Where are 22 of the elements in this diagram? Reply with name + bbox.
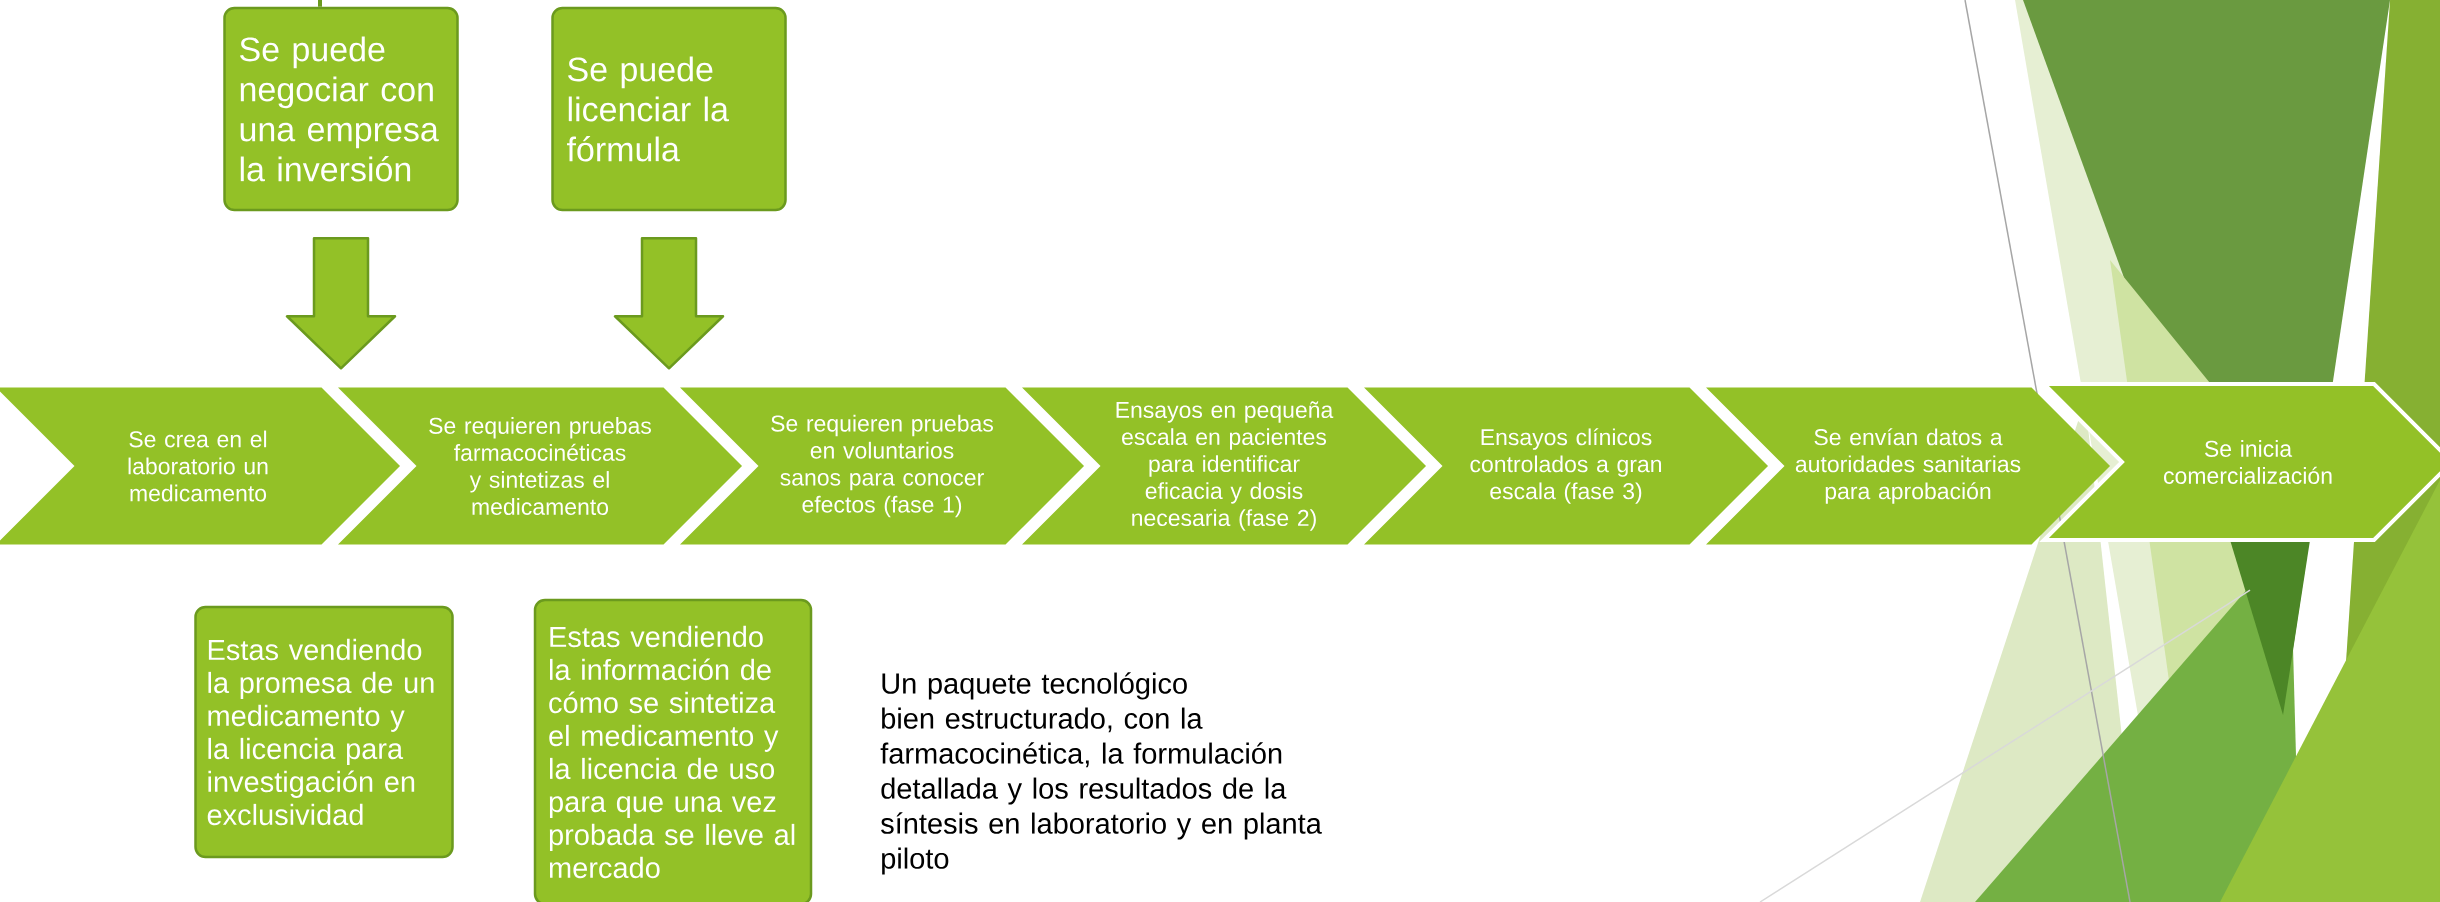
- node-label: Ensayos en pequeña escala en pacientes para identificar eficacia y dosis necesaria (fase 2): [1116, 401, 1334, 531]
- chevron-step: Se requieren pruebas en voluntarios sanos para conocer efectos (fase 1): [680, 387, 1084, 545]
- node-label: Se requieren pruebas farmacocinéticas y sintetizas el medicamento: [429, 417, 651, 515]
- node-label: Se crea en el laboratorio un medicamento: [128, 430, 268, 502]
- chevron-step: Ensayos clínicos controlados a gran escala (fase 3): [1364, 387, 1769, 545]
- chevron-step: Se envían datos a autoridades sanitarias para aprobación: [1706, 387, 2111, 545]
- chevron-step: Se requieren pruebas farmacocinéticas y sintetizas el medicamento: [338, 387, 742, 545]
- node-label: Se envían datos a autoridades sanitarias para aprobación: [1795, 428, 2021, 504]
- node-label: Se inicia comercialización: [2164, 440, 2332, 484]
- node-label: Ensayos clínicos controlados a gran escala (fase 3): [1470, 428, 1662, 504]
- process-box: Se puede negociar con una empresa la inversión: [223, 6, 459, 212]
- connector-line: [318, 0, 322, 7]
- note-text: Un paquete tecnológico bien estructurado, con la farmacocinética, la formulación detallada y los resultados de la síntesis en laboratorio y en planta piloto: [880, 672, 1322, 875]
- block-arrow: [613, 237, 725, 370]
- process-box: Se puede licenciar la fórmula: [551, 6, 787, 212]
- chevron-step: Ensayos en pequeña escala en pacientes para identificar eficacia y dosis necesaria (fase 2): [1022, 387, 1427, 545]
- node-label: Se requieren pruebas en voluntarios sanos para conocer efectos (fase 1): [771, 414, 993, 518]
- process-box: Estas vendiendo la información de cómo se sintetiza el medicamento y la licencia de uso para que una vez probada se lleve al mercado: [533, 598, 813, 902]
- process-box: Estas vendiendo la promesa de un medicamento y la licencia para investigación en exclusividad: [194, 605, 454, 859]
- chevron-step: Se inicia comercialización: [2039, 382, 2440, 542]
- chevron-step: Se crea en el laboratorio un medicamento: [0, 387, 400, 545]
- block-arrow: [285, 237, 397, 370]
